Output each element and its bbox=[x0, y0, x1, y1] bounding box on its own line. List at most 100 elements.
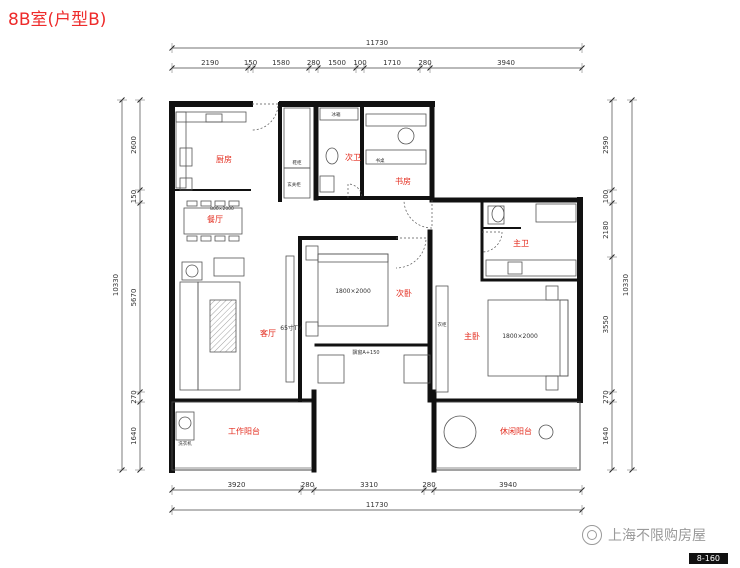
dim-right-value: 270 bbox=[602, 390, 610, 403]
laundry-machine bbox=[175, 411, 195, 441]
master-vanity bbox=[485, 259, 577, 277]
shoe-cabinet bbox=[283, 167, 311, 199]
entry-door-arc bbox=[251, 103, 279, 131]
dim-left-value: 5670 bbox=[130, 289, 138, 307]
dining-chair bbox=[228, 200, 240, 207]
dim-left-value: 270 bbox=[130, 390, 138, 403]
stove bbox=[179, 147, 193, 167]
dim-top-value: 280 bbox=[418, 59, 431, 67]
bed-size-master: 1800×2000 bbox=[502, 333, 538, 340]
room-label-living: 客厅 bbox=[260, 328, 276, 338]
fridge-label: 冰箱 bbox=[332, 111, 341, 118]
tv-cabinet bbox=[285, 255, 295, 383]
dim-right-total-value: 10330 bbox=[622, 274, 630, 296]
coffee-rug bbox=[209, 299, 237, 353]
dining-chair bbox=[214, 200, 226, 207]
dim-left-total-value: 10330 bbox=[112, 274, 120, 296]
side-table bbox=[181, 261, 203, 281]
dim-top-value: 100 bbox=[353, 59, 366, 67]
dining-chair bbox=[214, 235, 226, 242]
dim-right-value: 1640 bbox=[602, 427, 610, 445]
room-labels: 厨房餐厅客厅工作阳台次卫书房主卫次卧主卧休闲阳台1800×20001800×20… bbox=[178, 111, 538, 447]
dining-chair bbox=[186, 200, 198, 207]
table-size-label: 800×2000 bbox=[210, 206, 234, 212]
room-label-leisure-balcony: 休闲阳台 bbox=[500, 426, 532, 436]
master-toilet bbox=[491, 205, 505, 223]
master-nightstand bbox=[545, 375, 559, 391]
shower bbox=[535, 203, 577, 223]
dim-bottom-total-value: 11730 bbox=[366, 501, 388, 509]
dim-right-value: 2180 bbox=[602, 221, 610, 239]
page-number: 8-160 bbox=[688, 553, 728, 564]
second-bed-pillows bbox=[317, 253, 389, 263]
balcony-stool bbox=[538, 424, 554, 440]
kitchen-counter bbox=[175, 111, 247, 123]
watermark-text: 上海不限购房屋 bbox=[608, 528, 706, 544]
room-label-second-bath: 次卫 bbox=[345, 152, 361, 162]
study-desk bbox=[365, 149, 427, 165]
walls bbox=[169, 101, 583, 473]
wardrobe-label: 衣柜 bbox=[438, 321, 447, 328]
bedroom2-door-arc bbox=[395, 237, 427, 269]
dining-chair bbox=[186, 235, 198, 242]
sofa bbox=[179, 281, 199, 391]
dim-top-total-value: 11730 bbox=[366, 39, 388, 47]
study-chair bbox=[397, 127, 415, 145]
dim-top-value: 2190 bbox=[201, 59, 219, 67]
armchair bbox=[213, 257, 245, 277]
sink bbox=[179, 177, 193, 191]
dim-top-value: 1580 bbox=[272, 59, 290, 67]
bed-size-second: 1800×2000 bbox=[335, 288, 371, 295]
dim-bottom-value: 280 bbox=[301, 481, 314, 489]
toilet bbox=[325, 147, 339, 165]
room-label-dining: 餐厅 bbox=[207, 215, 223, 224]
laundry-label: 洗衣机 bbox=[178, 440, 192, 447]
dim-right-value: 100 bbox=[602, 190, 610, 203]
dining-chair bbox=[228, 235, 240, 242]
bay-window-left bbox=[317, 354, 345, 384]
window-sill-label: 飘窗A+150 bbox=[352, 349, 379, 356]
dim-right-value: 3550 bbox=[602, 316, 610, 334]
master-basin bbox=[507, 261, 523, 275]
plan-title: 8B室(户型B) bbox=[8, 10, 107, 30]
room-label-study: 书房 bbox=[395, 176, 411, 186]
washer-drum bbox=[178, 416, 192, 430]
study-shelf bbox=[365, 113, 427, 127]
bath-counter bbox=[319, 107, 359, 121]
dim-left-value: 1640 bbox=[130, 427, 138, 445]
wechat-icon bbox=[582, 525, 602, 545]
bath-door-arc bbox=[347, 183, 363, 199]
dining-table bbox=[183, 207, 243, 235]
dining-chair bbox=[200, 235, 212, 242]
dim-bottom-value: 280 bbox=[422, 481, 435, 489]
dim-left-value: 2600 bbox=[130, 136, 138, 154]
room-label-master-bedroom: 主卧 bbox=[464, 331, 480, 341]
room-label-kitchen: 厨房 bbox=[216, 154, 232, 164]
study-door-arc bbox=[403, 199, 433, 229]
dim-bottom-value: 3310 bbox=[360, 481, 378, 489]
room-label-master-bath: 主卫 bbox=[513, 238, 529, 248]
fixtures bbox=[175, 103, 577, 449]
dim-top-value: 150 bbox=[244, 59, 257, 67]
master-nightstand bbox=[545, 285, 559, 301]
dim-top-value: 280 bbox=[307, 59, 320, 67]
wardrobe bbox=[435, 285, 449, 393]
nightstand bbox=[305, 321, 319, 337]
lamp bbox=[185, 264, 199, 278]
leisure-balcony-outline bbox=[433, 401, 581, 471]
watermark: 上海不限购房屋 bbox=[582, 525, 706, 545]
room-label-second-bedroom: 次卧 bbox=[396, 288, 412, 298]
masterbath-door-arc bbox=[481, 231, 503, 253]
entry-cabinet bbox=[283, 107, 311, 169]
dim-bottom-value: 3920 bbox=[228, 481, 246, 489]
dim-top-value: 3940 bbox=[497, 59, 515, 67]
range-hood bbox=[205, 113, 223, 123]
dining-chair bbox=[200, 200, 212, 207]
shoe-cabinet-label: 鞋柜 bbox=[293, 159, 302, 166]
dim-bottom-value: 3940 bbox=[499, 481, 517, 489]
dim-top-value: 1500 bbox=[328, 59, 346, 67]
sofa-seat bbox=[197, 281, 241, 391]
nightstand bbox=[305, 245, 319, 261]
